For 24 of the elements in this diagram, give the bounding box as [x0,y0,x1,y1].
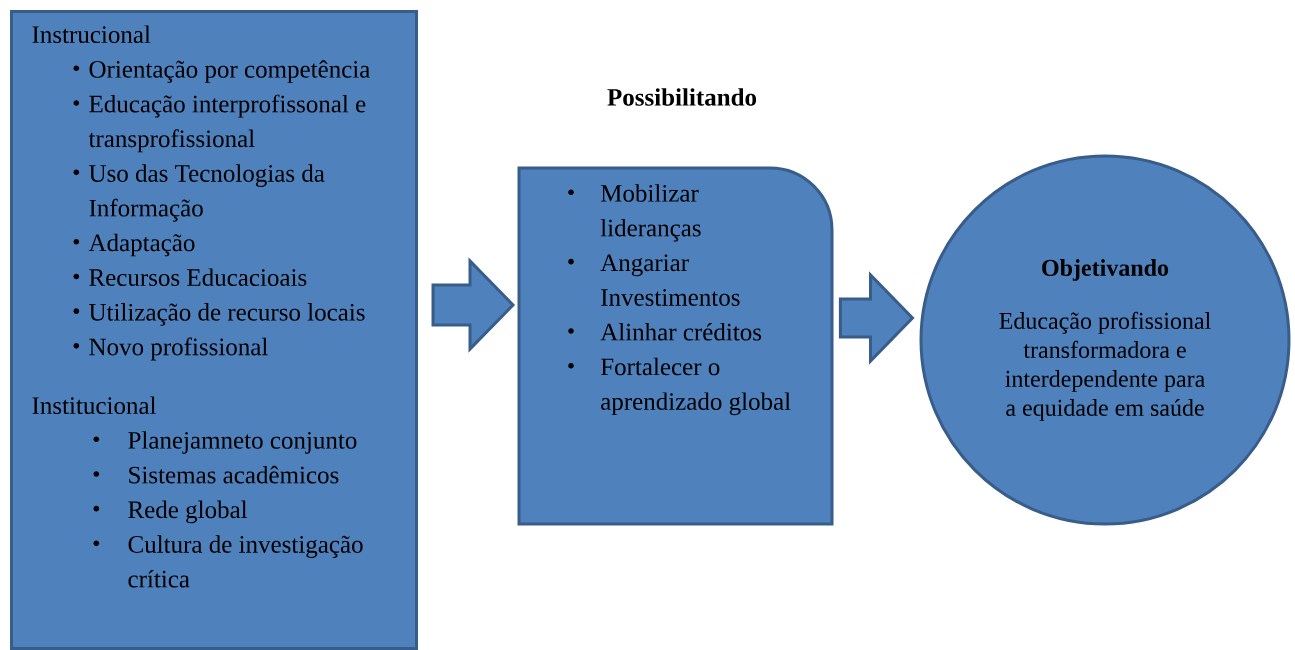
list-item: Rede global [93,500,248,524]
body-text: Educação profissional transformadora e interdependente para a equidade em saúde [999,311,1211,421]
list-item: Recursos Educacioais [73,268,307,286]
section-heading: Institucional [32,396,156,415]
list-item: Utilização de recurso locais [73,303,365,326]
section-heading: Instrucional [32,25,151,44]
heading: Objetivando [1042,259,1169,281]
list-item: Fortalecer o aprendizado global [568,357,791,416]
list-item: Planejamneto conjunto [93,431,357,454]
list-box [10,10,418,650]
list-item: Cultura de investigação crítica [93,535,363,588]
list-item: Orientação por competência [73,60,370,83]
block-arrow [838,271,915,365]
list-item: Sistemas acadêmicos [93,465,339,484]
heading: Possibilitando [607,88,757,106]
goal-circle [919,154,1291,526]
list-item: Angariar Investimentos [568,254,740,306]
list-item: Alinhar créditos [568,322,762,341]
list-item: Mobilizar lideranças [568,184,701,242]
list-item: Novo profissional [73,337,268,361]
list-item: Uso das Tecnologias da Informação [73,164,325,222]
block-arrow [431,257,516,353]
list-item: Educação interprofissonal e transprofissional [73,94,366,153]
list-item: Adaptação [73,233,195,257]
